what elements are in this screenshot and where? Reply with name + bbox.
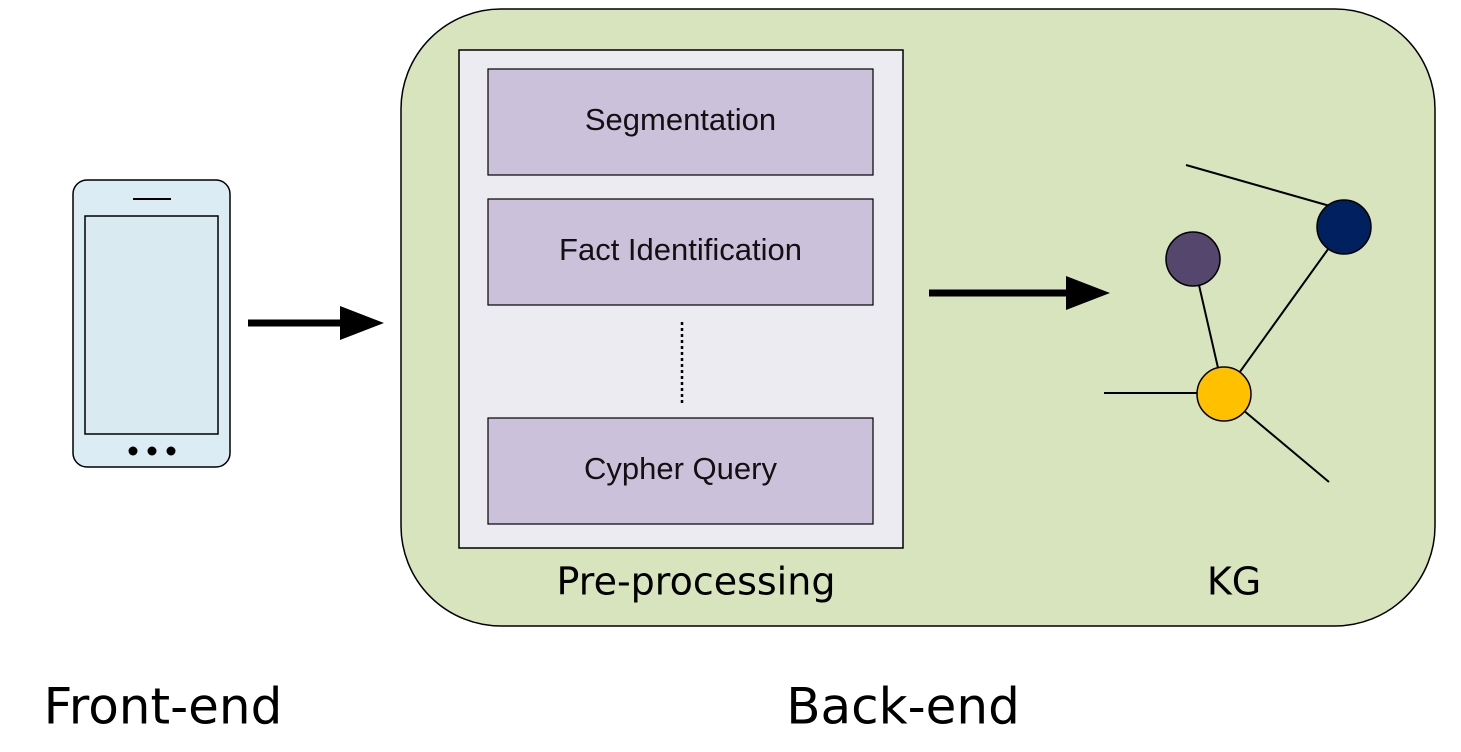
pipeline-step-segmentation: Segmentation bbox=[487, 68, 874, 176]
pipeline-step-cypher-query: Cypher Query bbox=[487, 417, 874, 525]
preprocessing-label: Pre-processing bbox=[557, 560, 836, 604]
knowledge-graph-icon bbox=[1104, 164, 1372, 483]
smartphone-icon bbox=[72, 179, 231, 468]
graph-edge bbox=[1185, 164, 1345, 211]
graph-node-navy bbox=[1316, 199, 1372, 255]
backend-label: Back-end bbox=[786, 678, 1020, 736]
graph-edge bbox=[1223, 226, 1345, 395]
preprocessing-to-kg-arrow bbox=[929, 276, 1110, 310]
graph-node-yellow bbox=[1196, 366, 1252, 422]
frontend-to-backend-arrow bbox=[248, 306, 384, 340]
frontend-label: Front-end bbox=[44, 678, 283, 736]
step-label: Cypher Query bbox=[584, 451, 777, 486]
kg-label: KG bbox=[1207, 560, 1261, 604]
graph-node-purple bbox=[1165, 231, 1221, 287]
step-label: Fact Identification bbox=[559, 232, 802, 267]
pipeline-step-fact-identification: Fact Identification bbox=[487, 198, 874, 306]
step-label: Segmentation bbox=[585, 102, 776, 137]
